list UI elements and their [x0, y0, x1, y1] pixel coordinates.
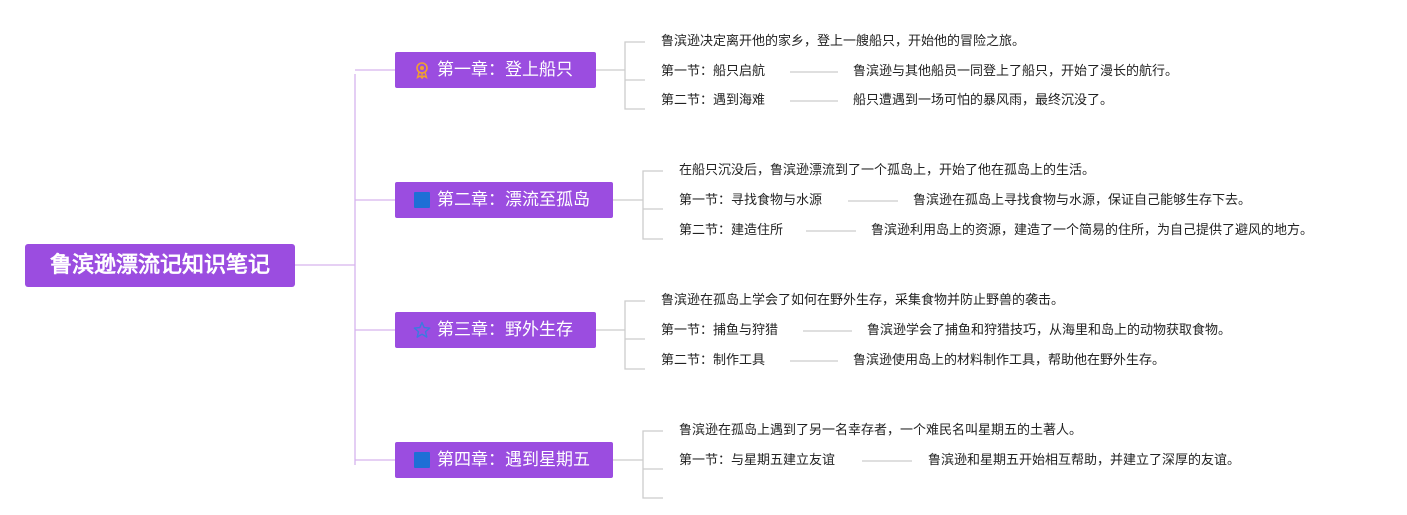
- section-title[interactable]: 第二节：建造住所: [679, 223, 784, 238]
- root-node[interactable]: 鲁滨逊漂流记知识笔记: [25, 244, 295, 287]
- section-detail[interactable]: 鲁滨逊和星期五开始相互帮助，并建立了深厚的友谊。: [928, 453, 1241, 468]
- chapter-label: 第一章：登上船只: [437, 60, 573, 80]
- section-title[interactable]: 第一节：寻找食物与水源: [679, 193, 823, 208]
- chapter-label: 第三章：野外生存: [437, 320, 573, 340]
- bracket-line: [624, 300, 645, 370]
- section-detail[interactable]: 鲁滨逊与其他船员一同登上了船只，开始了漫长的航行。: [853, 64, 1179, 79]
- chapter-node-2[interactable]: 第二章：漂流至孤岛: [395, 182, 613, 218]
- medal-icon: [413, 61, 431, 79]
- section-detail[interactable]: 鲁滨逊在孤岛上寻找食物与水源，保证自己能够生存下去。: [913, 193, 1252, 208]
- section-title[interactable]: 第二节：制作工具: [661, 353, 766, 368]
- chapter-node-3[interactable]: 第三章：野外生存: [395, 312, 596, 348]
- chapter-node-1[interactable]: 第一章：登上船只: [395, 52, 596, 88]
- section-detail[interactable]: 船只遭遇到一场可怕的暴风雨，最终沉没了。: [853, 93, 1114, 108]
- section-title[interactable]: 第一节：与星期五建立友谊: [679, 453, 836, 468]
- blue-square-icon: [413, 451, 431, 469]
- blue-square-icon: [413, 191, 431, 209]
- section-title[interactable]: 第一节：捕鱼与狩猎: [661, 323, 779, 338]
- bracket-line: [642, 430, 663, 499]
- star-icon: [413, 321, 431, 339]
- section-detail[interactable]: 鲁滨逊使用岛上的材料制作工具，帮助他在野外生存。: [853, 353, 1166, 368]
- chapter-summary[interactable]: 鲁滨逊决定离开他的家乡，登上一艘船只，开始他的冒险之旅。: [661, 34, 1026, 49]
- bracket-line: [642, 170, 663, 240]
- chapter-node-4[interactable]: 第四章：遇到星期五: [395, 442, 613, 478]
- chapter-label: 第四章：遇到星期五: [437, 450, 590, 470]
- chapter-summary[interactable]: 鲁滨逊在孤岛上遇到了另一名幸存者，一个难民名叫星期五的土著人。: [679, 423, 1083, 438]
- chapter-label: 第二章：漂流至孤岛: [437, 190, 590, 210]
- bracket-line: [624, 41, 645, 110]
- section-detail[interactable]: 鲁滨逊利用岛上的资源，建造了一个简易的住所，为自己提供了避风的地方。: [871, 223, 1314, 238]
- section-detail[interactable]: 鲁滨逊学会了捕鱼和狩猎技巧，从海里和岛上的动物获取食物。: [867, 323, 1232, 338]
- chapter-summary[interactable]: 鲁滨逊在孤岛上学会了如何在野外生存，采集食物并防止野兽的袭击。: [661, 293, 1065, 308]
- chapter-summary[interactable]: 在船只沉没后，鲁滨逊漂流到了一个孤岛上，开始了他在孤岛上的生活。: [679, 163, 1096, 178]
- section-title[interactable]: 第二节：遇到海难: [661, 93, 766, 108]
- section-title[interactable]: 第一节：船只启航: [661, 64, 766, 79]
